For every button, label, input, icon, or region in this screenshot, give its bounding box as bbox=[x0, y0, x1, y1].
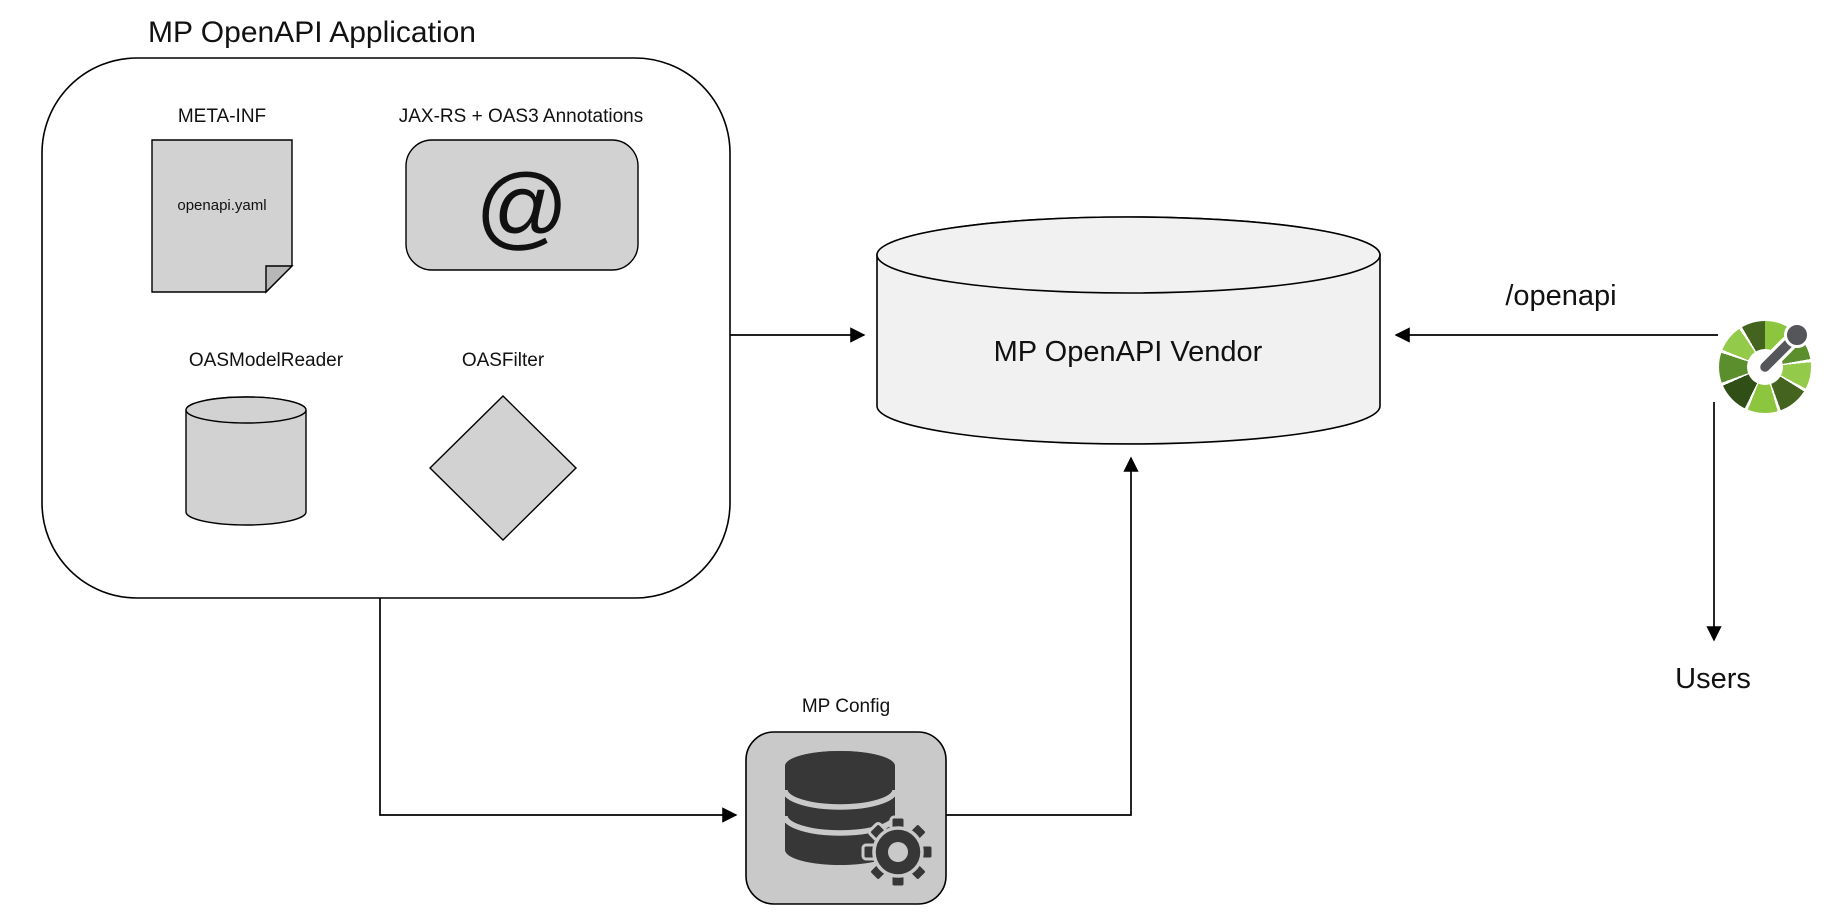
endpoint-label: /openapi bbox=[1505, 280, 1616, 312]
annotations-label: JAX-RS + OAS3 Annotations bbox=[399, 106, 644, 127]
model-reader-label: OASModelReader bbox=[189, 350, 344, 371]
database-gear-icon bbox=[782, 751, 935, 889]
openapi-yaml-label: openapi.yaml bbox=[177, 197, 266, 214]
openapi-logo-icon bbox=[1719, 321, 1811, 413]
cylinder-top bbox=[185, 396, 307, 424]
model-reader-cylinder bbox=[185, 396, 307, 526]
config-db-top bbox=[785, 751, 895, 781]
document-fold-corner bbox=[265, 265, 294, 294]
config-label: MP Config bbox=[802, 696, 890, 717]
app-to-config-arrow bbox=[379, 598, 738, 823]
gear-icon bbox=[861, 815, 935, 889]
annotations-shape bbox=[405, 139, 639, 271]
filter-diamond bbox=[429, 395, 577, 541]
meta-inf-label: META-INF bbox=[178, 106, 266, 127]
users-label: Users bbox=[1675, 663, 1751, 695]
app-title: MP OpenAPI Application bbox=[148, 16, 476, 49]
vendor-database: MP OpenAPI Vendor bbox=[876, 216, 1381, 445]
app-boundary-box bbox=[41, 57, 731, 599]
vendor-label: MP OpenAPI Vendor bbox=[994, 336, 1263, 368]
at-sign-icon: @ bbox=[475, 156, 568, 258]
vendor-cylinder-top bbox=[876, 216, 1381, 294]
config-to-vendor-arrow bbox=[946, 456, 1139, 816]
meta-inf-document: openapi.yaml bbox=[151, 139, 294, 294]
filter-label: OASFilter bbox=[462, 350, 545, 371]
openapi-logo-needle bbox=[1757, 322, 1810, 375]
annotations-box: @ bbox=[405, 139, 639, 271]
config-db-separator-1 bbox=[782, 789, 898, 810]
config-box bbox=[745, 731, 947, 905]
